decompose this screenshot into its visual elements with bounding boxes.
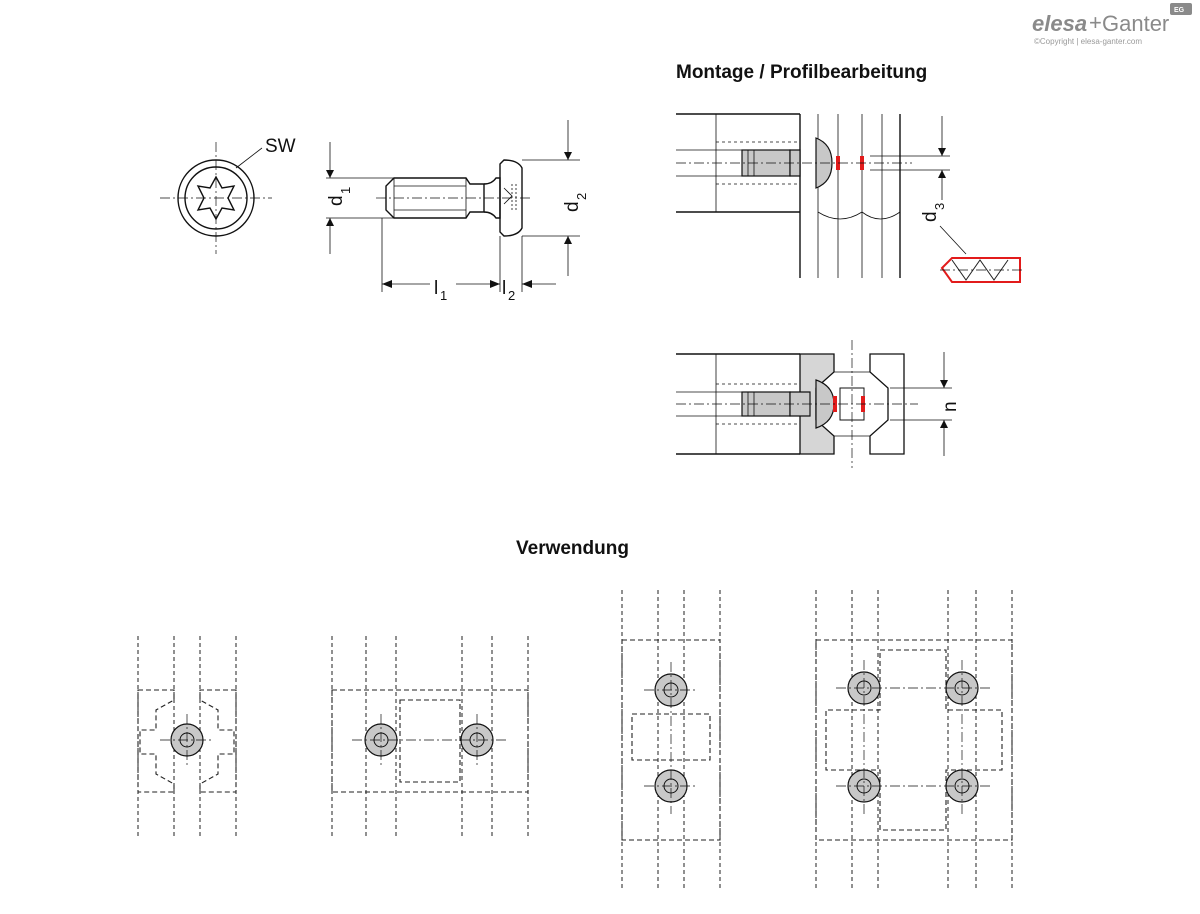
torx-star-icon bbox=[196, 175, 236, 221]
d2-sub: 2 bbox=[574, 193, 589, 200]
d1-sub: 1 bbox=[338, 187, 353, 194]
brand-name-elesa: elesa bbox=[1032, 11, 1087, 36]
montage-drilling-view: d 3 bbox=[676, 113, 1022, 283]
n-label: n bbox=[940, 401, 961, 412]
d1-label: d bbox=[326, 195, 347, 206]
brand-plus: + bbox=[1089, 10, 1102, 35]
montage-profile-view: n bbox=[676, 340, 961, 468]
brand-logo: elesa + Ganter EG ©Copyright | elesa-gan… bbox=[1032, 3, 1192, 46]
l2-sub: 2 bbox=[508, 288, 515, 303]
sw-label: SW bbox=[265, 136, 296, 157]
usage-double-vertical bbox=[621, 590, 721, 888]
usage-quad bbox=[815, 590, 1013, 888]
usage-diagrams bbox=[137, 590, 1013, 888]
usage-single bbox=[137, 636, 237, 838]
brand-name-ganter: Ganter bbox=[1102, 11, 1169, 36]
l1-sub: 1 bbox=[440, 288, 447, 303]
d3-sub: 3 bbox=[932, 203, 947, 210]
screw-side-view: d 1 d 2 l 1 l 2 bbox=[326, 120, 589, 303]
d2-label: d bbox=[562, 201, 583, 212]
copyright-text: ©Copyright | elesa-ganter.com bbox=[1034, 37, 1142, 46]
brand-badge-text: EG bbox=[1174, 7, 1185, 14]
l1-label: l bbox=[434, 278, 438, 299]
l2-label: l bbox=[502, 278, 506, 299]
brand-badge bbox=[1170, 3, 1192, 15]
montage-heading: Montage / Profilbearbeitung bbox=[676, 62, 927, 83]
torx-head-front-view: SW bbox=[160, 136, 296, 254]
d3-label: d bbox=[920, 211, 941, 222]
usage-double-horizontal bbox=[331, 636, 529, 838]
drill-bit-icon bbox=[940, 257, 1022, 283]
verwendung-heading: Verwendung bbox=[516, 538, 629, 559]
